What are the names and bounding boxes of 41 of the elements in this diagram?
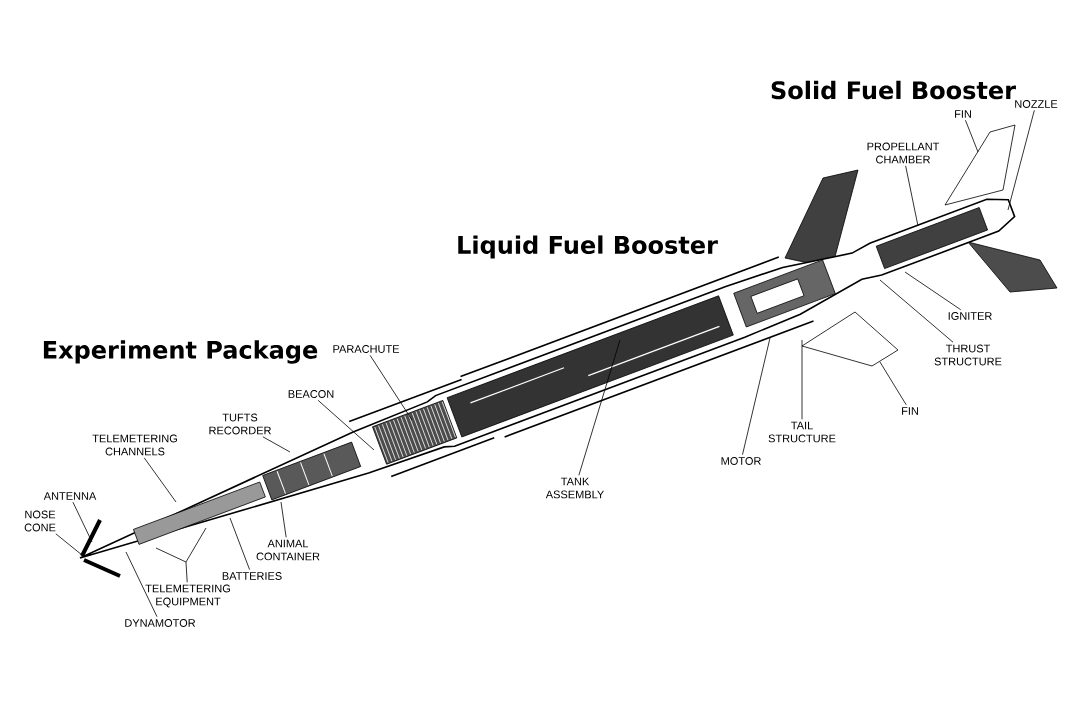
- section-heading: Liquid Fuel Booster: [458, 235, 718, 259]
- part-label: DYNAMOTOR: [125, 619, 196, 627]
- leader-line: [369, 354, 413, 421]
- leader-line: [55, 533, 83, 556]
- leader-line: [280, 501, 287, 538]
- part-label: TANK ASSEMBLY: [545, 477, 604, 499]
- part-label: IGNITER: [948, 312, 992, 320]
- leader-line: [879, 279, 954, 343]
- part-label: BEACON: [288, 390, 334, 398]
- leader-line: [262, 436, 291, 453]
- part-label: BATTERIES: [222, 572, 282, 580]
- leader-line: [905, 165, 919, 227]
- leader-line: [125, 551, 158, 618]
- leader-line: [904, 271, 962, 311]
- part-label: TAIL STRUCTURE: [768, 421, 836, 443]
- part-label: PARACHUTE: [333, 345, 400, 353]
- part-label: FIN: [902, 407, 918, 415]
- part-label: FIN: [955, 110, 971, 118]
- leader-line: [742, 337, 771, 456]
- part-label: NOSE CONE: [24, 510, 56, 532]
- section-heading: Experiment Package: [43, 340, 318, 364]
- leader-line: [578, 339, 621, 476]
- leader-line: [317, 399, 375, 451]
- part-label: THRUST STRUCTURE: [934, 344, 1002, 366]
- leader-line: [879, 361, 907, 406]
- leader-line: [965, 119, 979, 153]
- part-label: ANTENNA: [43, 492, 97, 500]
- leader-line: [72, 501, 93, 543]
- section-heading: Solid Fuel Booster: [771, 80, 1016, 100]
- part-label: NOZZLE: [1015, 100, 1058, 108]
- part-label: TELEMETERING EQUIPMENT: [145, 584, 230, 608]
- part-label: ANIMAL CONTAINER: [256, 539, 320, 561]
- leader-line: [801, 339, 803, 420]
- leader-line: [143, 457, 177, 503]
- part-label: PROPELLANT CHAMBER: [867, 142, 940, 164]
- leader-line: [1007, 109, 1035, 211]
- leader-line: [155, 527, 207, 583]
- leader-line: [229, 517, 250, 571]
- part-label: TELEMETERING CHANNELS: [92, 434, 177, 456]
- part-label: MOTOR: [721, 457, 761, 465]
- part-label: TUFTS RECORDER: [209, 413, 271, 435]
